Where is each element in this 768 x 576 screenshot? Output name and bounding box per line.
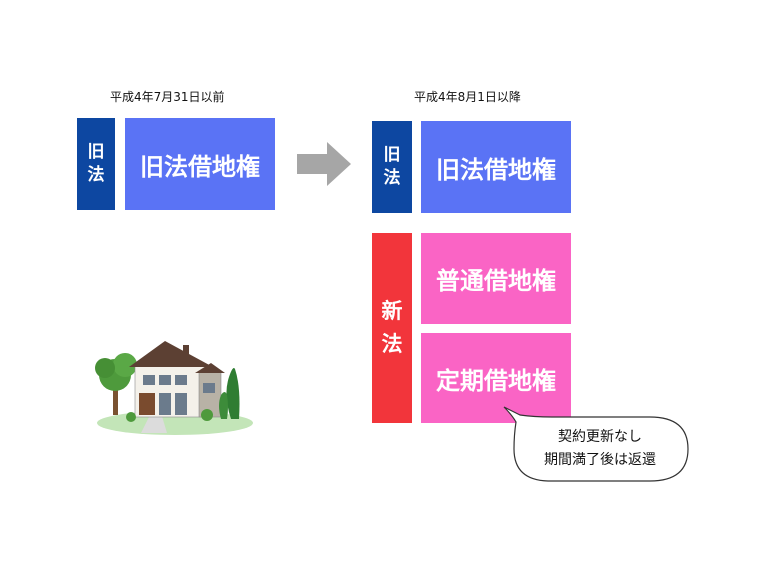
callout-bubble: 契約更新なし 期間満了後は返還 (500, 405, 700, 485)
old-law-tag-after-label: 旧法 (383, 145, 401, 188)
ordinary-leasehold-box: 普通借地権 (421, 233, 571, 324)
date-caption-before: 平成4年7月31日以前 (110, 90, 225, 104)
callout-line-1: 契約更新なし (558, 429, 642, 445)
house-illustration (95, 341, 253, 435)
old-leasehold-box-after: 旧法借地権 (421, 121, 571, 213)
old-leasehold-box-before: 旧法借地権 (125, 118, 275, 210)
old-law-tag-after: 旧法 (372, 121, 412, 213)
fixed-term-leasehold-box: 定期借地権 (421, 333, 571, 423)
new-law-tag-label: 新法 (381, 299, 403, 356)
right-arrow-icon (297, 142, 351, 186)
date-caption-after: 平成4年8月1日以降 (414, 90, 521, 104)
callout-line-2: 期間満了後は返還 (544, 452, 656, 468)
new-law-tag: 新法 (372, 233, 412, 423)
old-law-tag-before-label: 旧法 (87, 142, 105, 185)
old-law-tag-before: 旧法 (77, 118, 115, 210)
callout-bubble-shape (503, 406, 689, 482)
